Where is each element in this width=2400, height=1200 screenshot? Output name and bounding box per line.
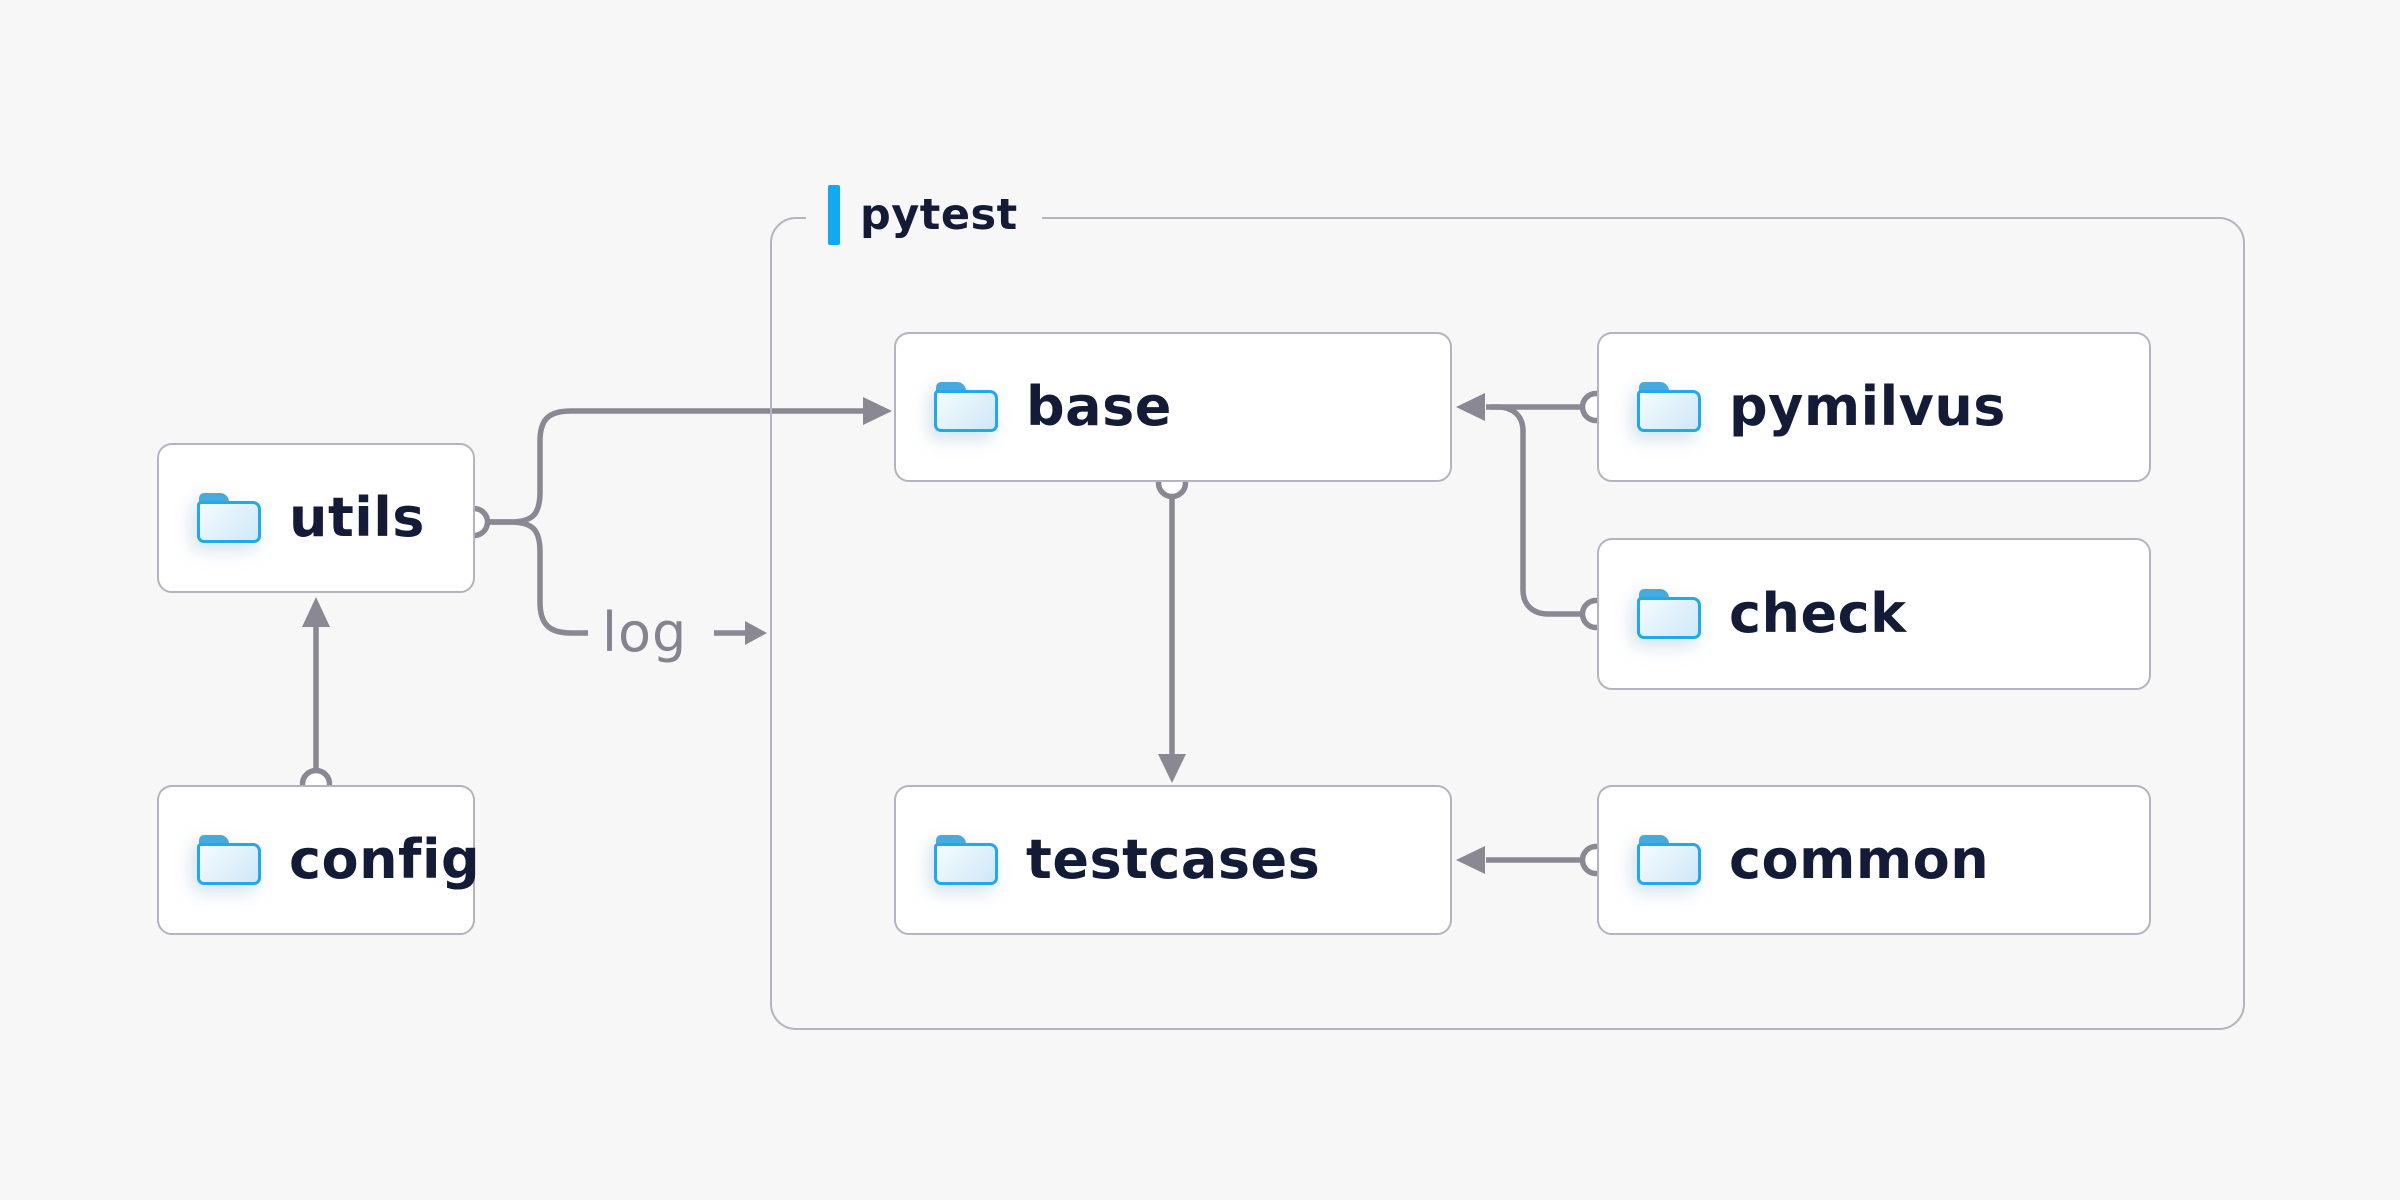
folder-icon — [934, 835, 998, 885]
node-label: testcases — [1026, 828, 1321, 891]
node-label: pymilvus — [1729, 375, 2006, 438]
node-check: check — [1597, 538, 2151, 690]
folder-icon — [197, 835, 261, 885]
node-testcases: testcases — [894, 785, 1452, 935]
arrowhead-left-icon — [1456, 846, 1485, 874]
folder-body — [1637, 843, 1701, 885]
edge-line — [487, 519, 588, 636]
edge-line — [1490, 404, 1583, 617]
arrowhead-down-icon — [1158, 754, 1186, 783]
pytest-group-label: pytest — [806, 183, 1042, 247]
node-config: config — [157, 785, 480, 935]
edge-label-log: log — [602, 601, 688, 664]
group-label-text: pytest — [860, 189, 1018, 240]
node-utils: utils — [157, 443, 475, 593]
folder-icon — [1637, 382, 1701, 432]
node-common: common — [1597, 785, 2151, 935]
folder-body — [934, 390, 998, 432]
node-label: common — [1729, 828, 1990, 891]
folder-icon — [197, 493, 261, 543]
node-label: utils — [289, 486, 425, 549]
node-label: config — [289, 828, 481, 891]
node-base: base — [894, 332, 1452, 482]
folder-icon — [1637, 589, 1701, 639]
arrowhead-left-icon — [1456, 393, 1485, 421]
folder-body — [197, 843, 261, 885]
folder-body — [934, 843, 998, 885]
node-label: base — [1026, 375, 1172, 438]
folder-body — [197, 501, 261, 543]
arrowhead-right-icon — [863, 397, 892, 425]
accent-bar-icon — [828, 185, 840, 245]
node-label: check — [1729, 582, 1907, 645]
folder-body — [1637, 597, 1701, 639]
folder-icon — [1637, 835, 1701, 885]
edge-config-utils — [299, 597, 333, 801]
folder-body — [1637, 390, 1701, 432]
arrowhead-right-icon — [745, 621, 767, 645]
pytest-group-container — [770, 217, 2245, 1030]
arrowhead-up-icon — [302, 597, 330, 627]
folder-icon — [934, 382, 998, 432]
node-pymilvus: pymilvus — [1597, 332, 2151, 482]
